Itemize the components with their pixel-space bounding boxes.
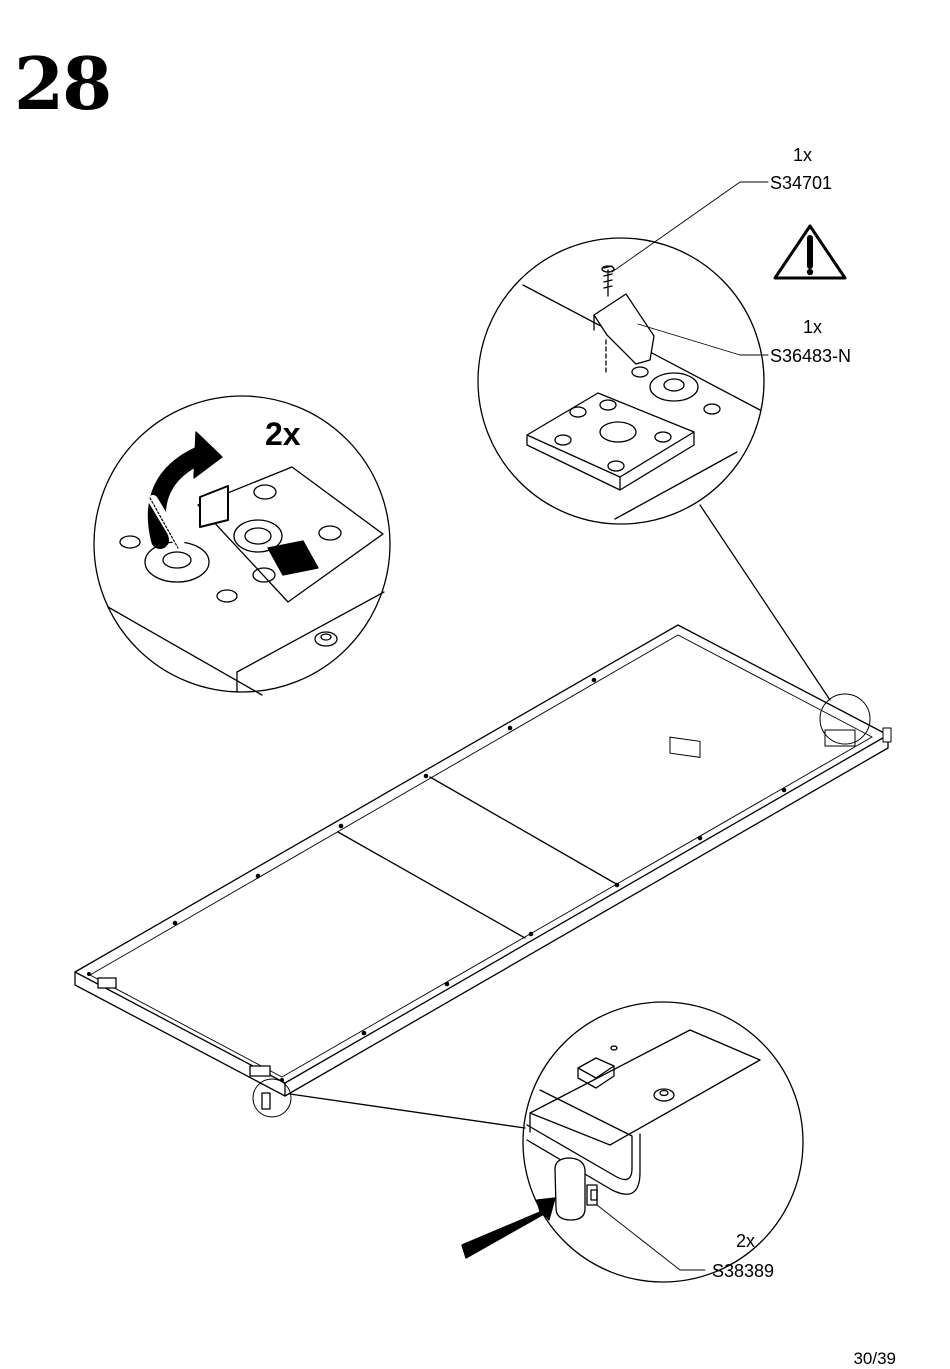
part-code-s38389: S38389 bbox=[712, 1262, 774, 1280]
panel-drawing bbox=[75, 625, 891, 1109]
part-code-s36483: S36483-N bbox=[770, 347, 851, 365]
part-code-s34701: S34701 bbox=[770, 174, 832, 192]
part-qty-s38389: 2x bbox=[736, 1232, 755, 1250]
detail-quantity-label: 2x bbox=[265, 418, 301, 450]
part-qty-s36483: 1x bbox=[803, 318, 822, 336]
page-number: 30/39 bbox=[853, 1349, 896, 1369]
part-qty-s34701: 1x bbox=[793, 146, 812, 164]
detail-circle-top-right bbox=[478, 238, 830, 700]
detail-circle-bottom bbox=[290, 1002, 803, 1282]
detail-circle-left bbox=[94, 396, 390, 695]
warning-icon bbox=[775, 226, 845, 278]
